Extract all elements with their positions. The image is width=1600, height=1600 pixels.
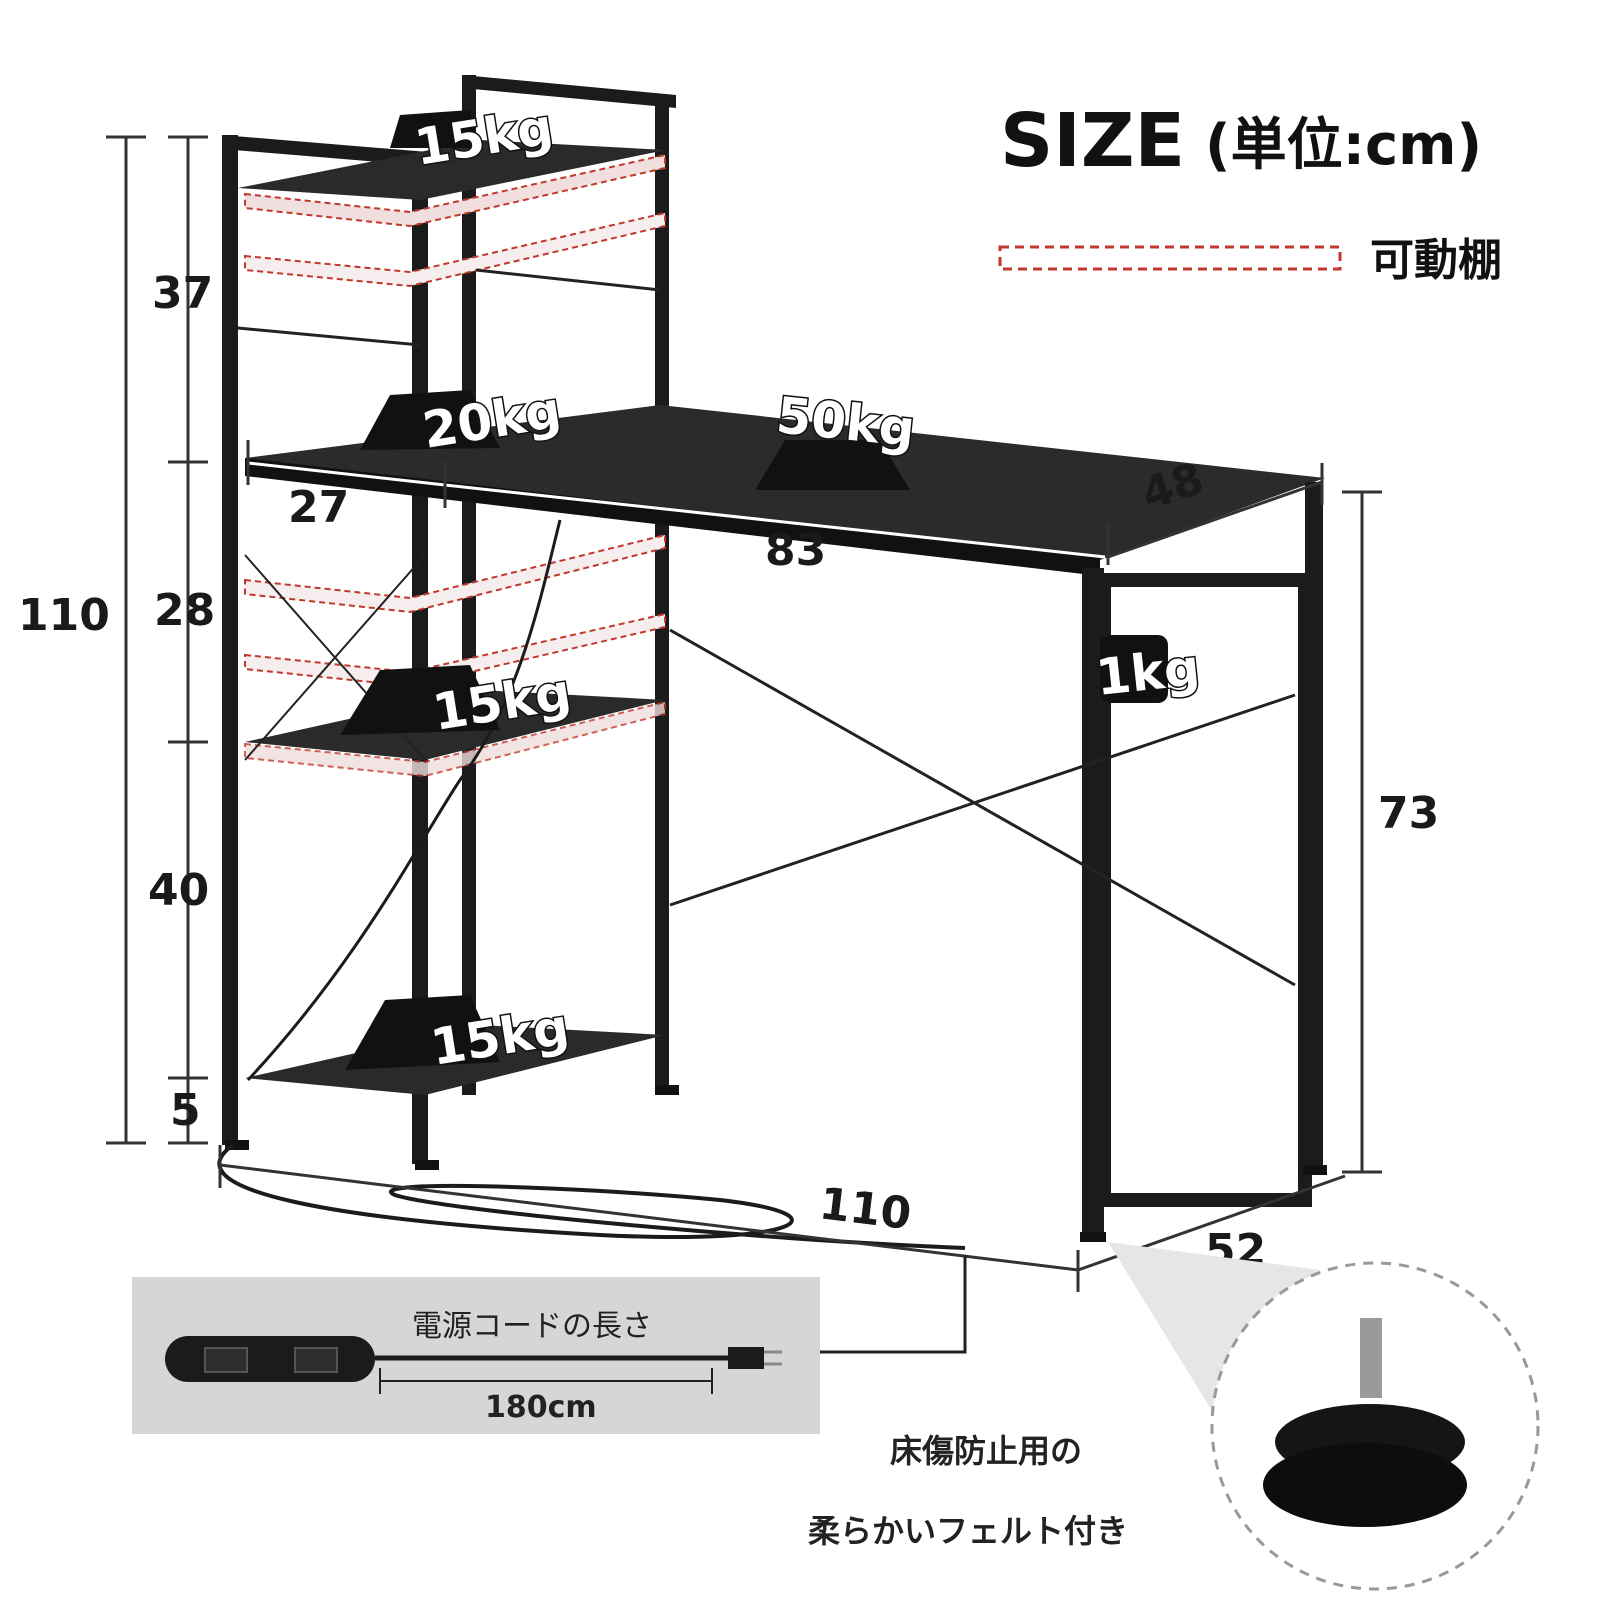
plug-icon (728, 1347, 764, 1369)
power-cord-callout-line (820, 1255, 967, 1354)
dim-desk-width: 83 (765, 525, 826, 576)
dim-shelf-depth: 27 (288, 482, 349, 533)
foot-pad-text-line2: 柔らかいフェルト付き (808, 1512, 1128, 1550)
power-cord-callout: 電源コードの長さ 180cm (132, 1255, 967, 1434)
desk-brace (669, 628, 1296, 987)
foot-pad-callout: 床傷防止用の 柔らかいフェルト付き (808, 1242, 1540, 1591)
movable-shelf-legend-label: 可動棚 (1370, 235, 1502, 286)
shelf-cross-bar (475, 268, 661, 292)
movable-shelf-1 (244, 153, 666, 228)
desk-side-frame-inner (1097, 573, 1312, 1207)
outlet-icon (294, 1347, 338, 1373)
movable-shelf-3 (244, 533, 666, 614)
dim-total-height: 110 (18, 590, 110, 641)
dim-middle-section: 28 (154, 585, 215, 636)
foot (1080, 1232, 1106, 1242)
foot-detail-beam (1108, 1242, 1320, 1440)
weight-desk-shelf: 20kg (360, 379, 566, 461)
shelf-brace (244, 554, 426, 761)
weight-block-icon (755, 440, 910, 490)
dim-lower-section: 40 (148, 865, 209, 916)
foot-pad-text-line1: 床傷防止用の (890, 1432, 1082, 1470)
leveler-bolt-icon (1360, 1318, 1382, 1398)
foot (415, 1160, 439, 1170)
shelf-top-back-rail (462, 75, 676, 108)
weight-desk-top: 50kg (755, 385, 919, 490)
desk-top-dimension-lines (247, 461, 1106, 559)
shelf-top-front-rail (222, 135, 428, 166)
desk-top-dimension-ticks (246, 440, 447, 508)
desk-brace (669, 693, 1296, 907)
outlet-icon (204, 1347, 248, 1373)
shelf-back-post-right (655, 95, 669, 1085)
foot (655, 1085, 679, 1095)
movable-shelf-legend-swatch (998, 245, 1342, 271)
felt-pad-base-icon (1263, 1443, 1467, 1527)
power-cord-path (217, 1143, 966, 1250)
dim-total-width: 110 (817, 1178, 914, 1240)
power-cord-riser (246, 519, 562, 1082)
power-cord-label: 電源コードの長さ (412, 1309, 652, 1344)
dim-top-section: 37 (152, 268, 213, 319)
shelf-front-post-left (222, 135, 238, 1145)
hook-weight-icon (1100, 635, 1168, 703)
size-title: SIZE (1000, 98, 1185, 184)
weight-block-icon (345, 995, 500, 1070)
movable-shelf-5 (244, 700, 666, 778)
dim-bottom-gap: 5 (170, 1085, 201, 1136)
shelf-cross-bar (237, 326, 421, 347)
dimension-lines (106, 135, 1382, 1292)
weight-hook: 1kg (1092, 635, 1204, 708)
movable-shelf-2 (244, 211, 666, 288)
power-cord-length: 180cm (485, 1390, 597, 1425)
shelf-board-top (238, 140, 666, 200)
weight-block-icon (360, 390, 500, 450)
foot (1303, 1165, 1327, 1175)
foot (225, 1140, 249, 1150)
power-strip-icon (165, 1336, 375, 1382)
weight-block-icon (390, 110, 480, 148)
weight-middle-shelf: 15kg (340, 661, 576, 743)
dim-desk-height: 73 (1378, 788, 1439, 839)
weight-block-icon (340, 665, 500, 735)
size-unit: (単位:cm) (1205, 113, 1482, 178)
load-label-hook: 1kg (1093, 638, 1202, 707)
